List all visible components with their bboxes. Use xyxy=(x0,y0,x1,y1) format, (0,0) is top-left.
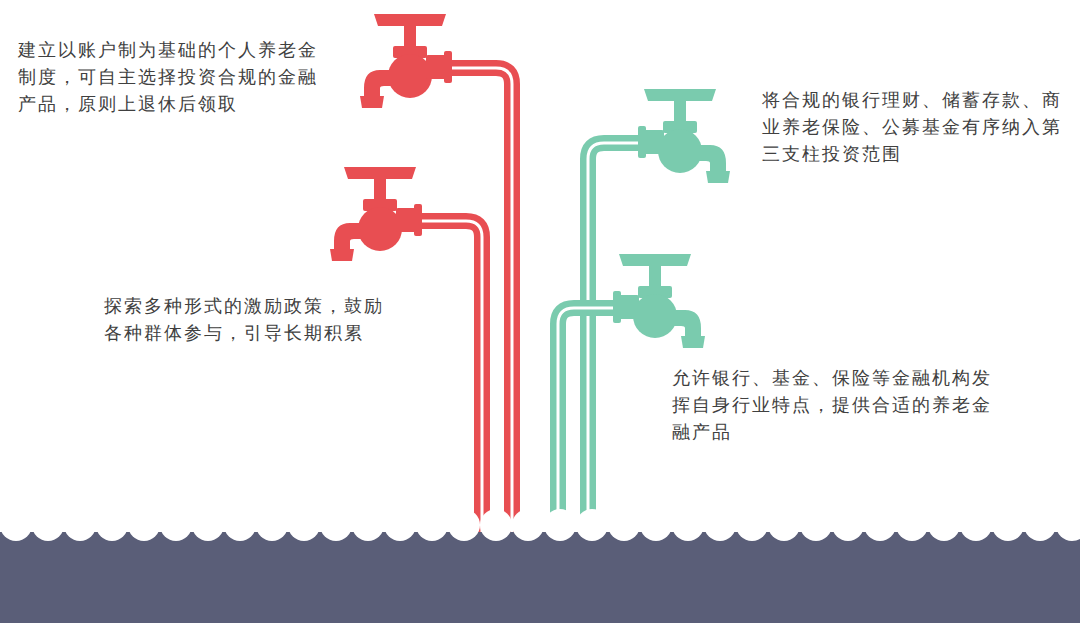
wave-scallop xyxy=(416,509,448,541)
red-pipe xyxy=(410,221,482,565)
wave-scallop xyxy=(800,509,832,541)
wave-scallop xyxy=(192,509,224,541)
wave-scallop xyxy=(640,509,672,541)
wave-scallop xyxy=(896,509,928,541)
wave-scallop xyxy=(224,509,256,541)
wave-scallop xyxy=(1024,509,1056,541)
wave-scallop xyxy=(928,509,960,541)
wave-scallop xyxy=(1056,509,1080,541)
wave-scallop xyxy=(352,509,384,541)
wave-scallop xyxy=(480,509,512,541)
red-faucet xyxy=(360,14,452,108)
wave-scallop xyxy=(384,509,416,541)
wave-crests xyxy=(0,509,1080,541)
wave-scallop xyxy=(864,509,896,541)
wave-scallop xyxy=(288,509,320,541)
wave-scallop xyxy=(768,509,800,541)
wave-scallop xyxy=(992,509,1024,541)
green-faucet xyxy=(638,89,730,183)
water xyxy=(0,509,1080,623)
wave-scallop xyxy=(576,509,608,541)
wave-scallop xyxy=(320,509,352,541)
wave-scallop xyxy=(64,509,96,541)
policy-note: 探索多种形式的激励政策，鼓励各种群体参与，引导长期积累 xyxy=(104,292,394,346)
wave-scallop xyxy=(544,509,576,541)
pipe-highlight xyxy=(410,221,482,565)
wave-scallop xyxy=(608,509,640,541)
water-body xyxy=(0,532,1080,623)
policy-note: 将合规的银行理财、储蓄存款、商业养老保险、公募基金有序纳入第三支柱投资范围 xyxy=(762,86,1072,167)
green-pipes xyxy=(558,143,650,565)
wave-scallop xyxy=(832,509,864,541)
wave-scallop xyxy=(128,509,160,541)
wave-scallop xyxy=(0,509,32,541)
wave-scallop xyxy=(256,509,288,541)
wave-scallop xyxy=(96,509,128,541)
pipe-highlight xyxy=(588,143,650,565)
policy-note: 建立以账户制为基础的个人养老金制度，可自主选择投资合规的金融产品，原则上退休后领… xyxy=(18,36,328,117)
wave-scallop xyxy=(448,509,480,541)
wave-scallop xyxy=(960,509,992,541)
wave-scallop xyxy=(704,509,736,541)
wave-scallop xyxy=(160,509,192,541)
wave-scallop xyxy=(736,509,768,541)
red-pipes xyxy=(410,68,512,565)
green-pipe xyxy=(588,143,650,565)
wave-scallop xyxy=(672,509,704,541)
green-faucet xyxy=(613,254,705,348)
red-faucet xyxy=(330,167,422,261)
wave-scallop xyxy=(32,509,64,541)
policy-note: 允许银行、基金、保险等金融机构发挥自身行业特点，提供合适的养老金融产品 xyxy=(672,364,1002,445)
wave-scallop xyxy=(512,509,544,541)
